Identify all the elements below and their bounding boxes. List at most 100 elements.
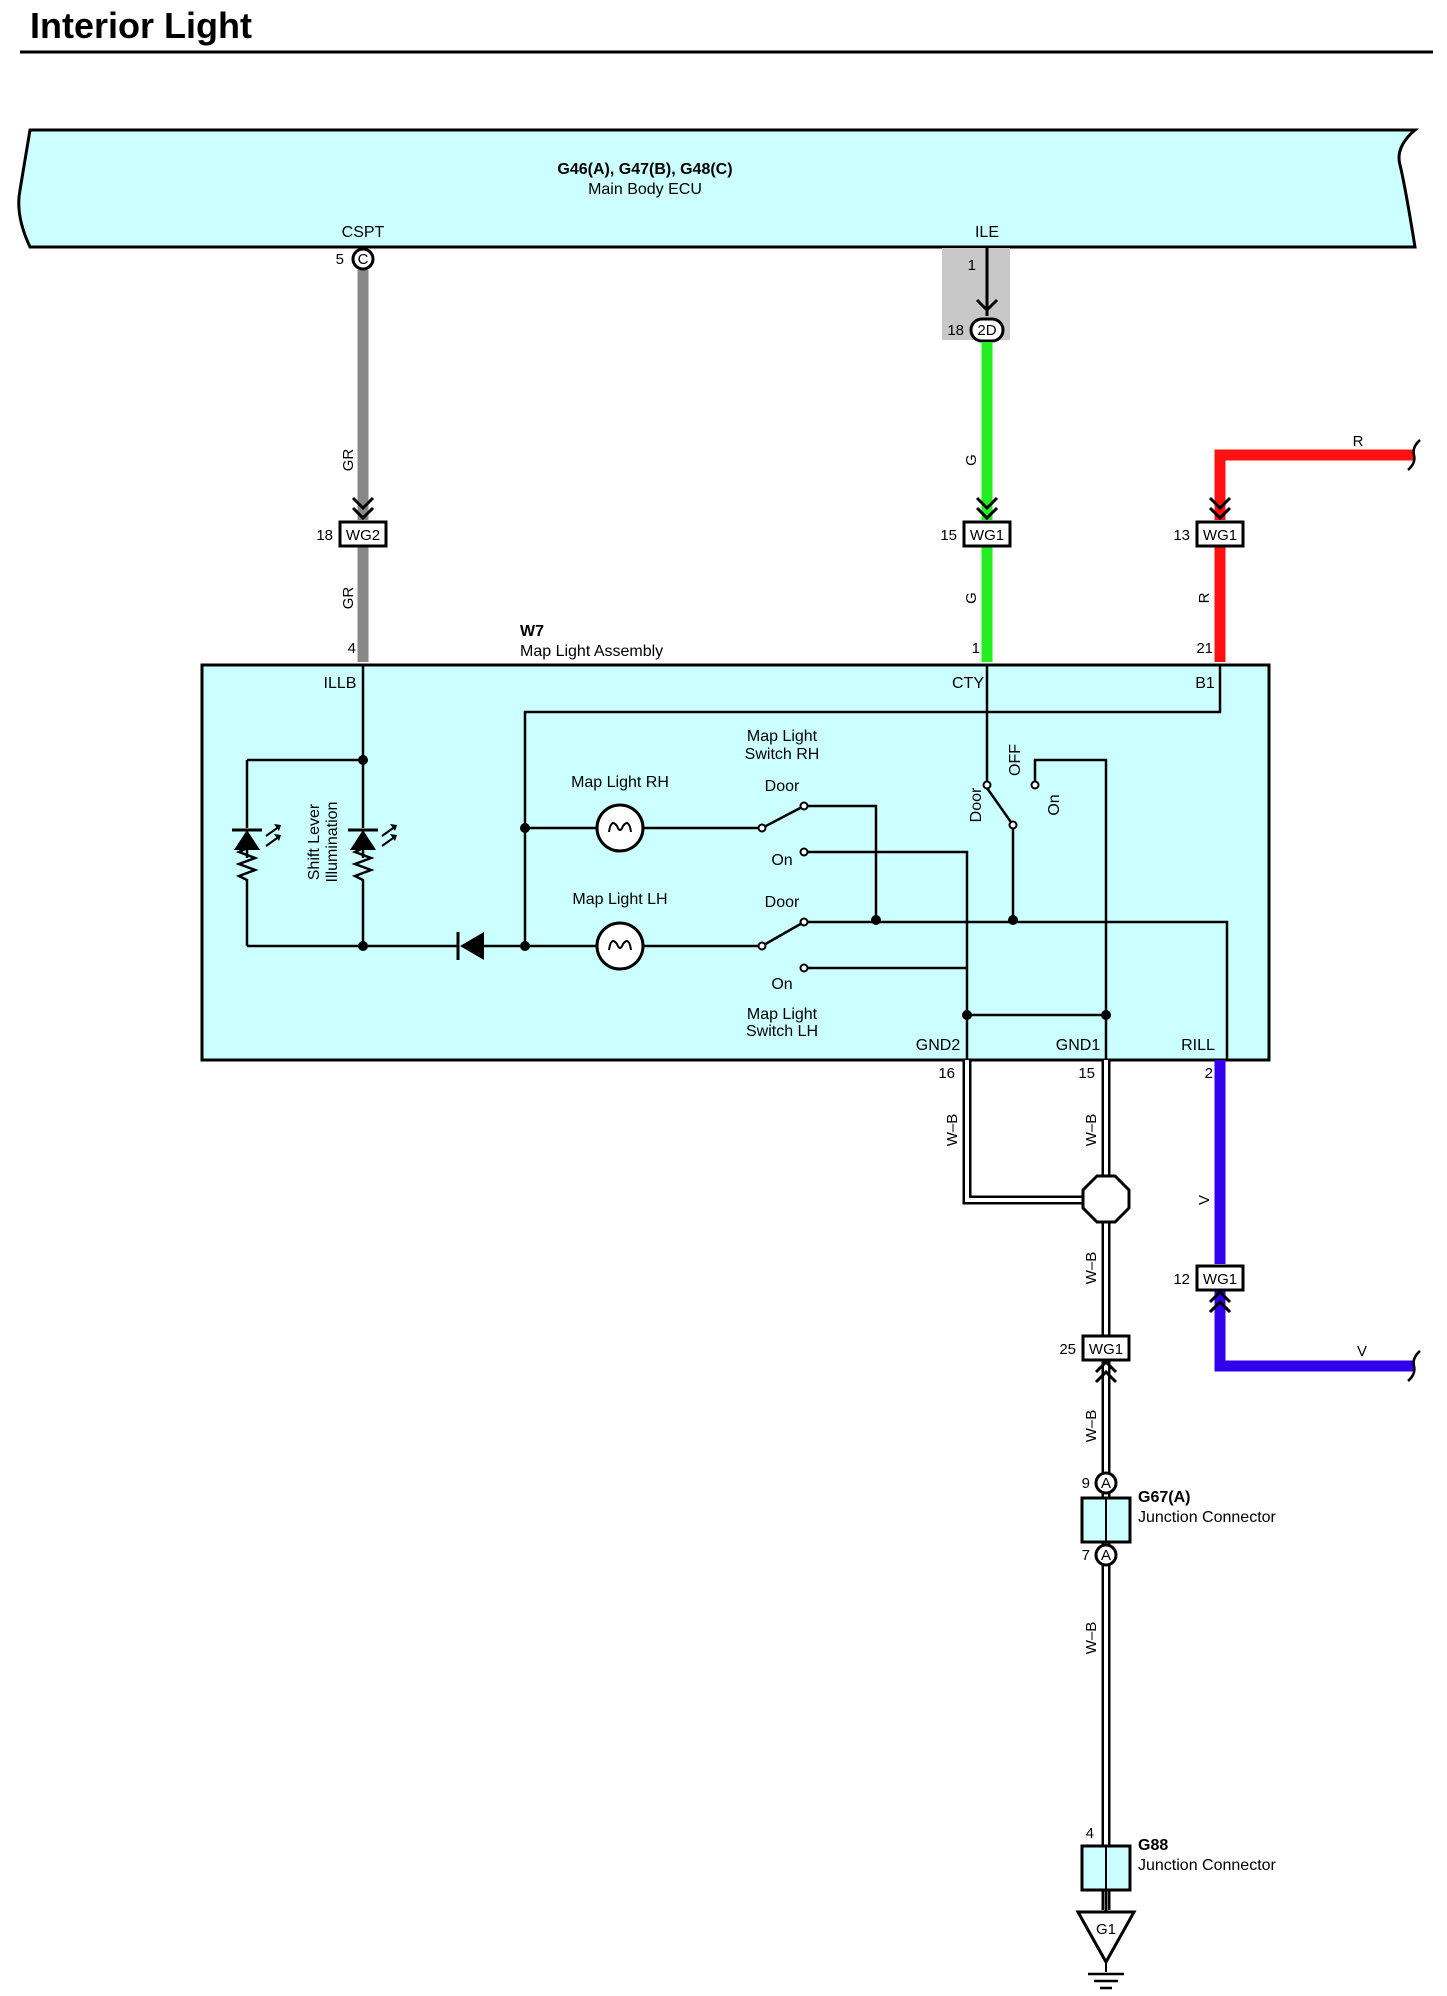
map-light-assembly bbox=[200, 663, 1271, 1062]
w7-junction-dots bbox=[358, 755, 1111, 1020]
junction-wg1-g bbox=[962, 520, 1012, 548]
switch-lh-door-label: Door bbox=[765, 894, 800, 911]
wg1-v-chevron bbox=[1208, 1289, 1232, 1314]
diode-icon bbox=[456, 932, 484, 960]
g88-ref: G88 bbox=[1138, 1837, 1168, 1854]
w7-gnd1-pin: 15 bbox=[1078, 1065, 1095, 1082]
wire-r-break bbox=[1407, 439, 1421, 471]
g67-pin-in bbox=[1094, 1471, 1118, 1495]
ecu-ile-pin-number: 1 bbox=[968, 257, 976, 274]
wire-code-gr-1: GR bbox=[340, 449, 357, 472]
g67-pin-out-label: A bbox=[1101, 1547, 1111, 1564]
w7-illb-label: ILLB bbox=[324, 675, 357, 692]
wire-code-g-1: G bbox=[963, 454, 980, 466]
wg1-wb-chevron bbox=[1094, 1359, 1118, 1384]
shift-lever-label: Shift Lever bbox=[306, 803, 323, 880]
shift-illumination-label: Illumination bbox=[324, 802, 341, 883]
w7-cty-pin: 1 bbox=[972, 640, 980, 657]
junction-wg1-wb-label: WG1 bbox=[1089, 1341, 1123, 1358]
w7-name: Map Light Assembly bbox=[520, 643, 663, 660]
switch-lh-on-label: On bbox=[771, 976, 792, 993]
w7-b1-label: B1 bbox=[1195, 675, 1215, 692]
wire-code-g-2: G bbox=[963, 592, 980, 604]
splice-point bbox=[1081, 1174, 1131, 1224]
map-light-lh-label: Map Light LH bbox=[572, 891, 667, 908]
ecu-name: Main Body ECU bbox=[588, 181, 702, 198]
ile-chevron bbox=[975, 298, 999, 313]
resistor-icon bbox=[351, 842, 375, 888]
switch-rh-door-label: Door bbox=[765, 778, 800, 795]
junction-wg2 bbox=[338, 520, 388, 548]
junction-wg1-r-label: WG1 bbox=[1203, 527, 1237, 544]
wire-code-wb-4: W–B bbox=[1083, 1410, 1100, 1443]
ecu-pin-ile: ILE bbox=[975, 224, 999, 241]
wire-r-upper bbox=[1214, 449, 1413, 520]
junction-wg1-r bbox=[1195, 520, 1245, 548]
ground-g1-label: G1 bbox=[1096, 1921, 1116, 1938]
w7-illb-pin: 4 bbox=[348, 640, 356, 657]
wire-code-r: R bbox=[1196, 592, 1213, 603]
switch-lh-label-1: Map Light bbox=[747, 1006, 818, 1023]
g88-pin-number: 4 bbox=[1086, 1825, 1094, 1842]
w7-gnd2-label: GND2 bbox=[916, 1037, 961, 1054]
wg1-g-chevron bbox=[975, 496, 999, 521]
led-icon bbox=[232, 824, 281, 850]
wire-code-wb-5: W–B bbox=[1083, 1622, 1100, 1655]
w7-cty-label: CTY bbox=[952, 675, 984, 692]
ecu-pin-cspt: CSPT bbox=[342, 224, 385, 241]
wire-code-wb-2: W–B bbox=[1083, 1114, 1100, 1147]
connector-2d-label: 2D bbox=[977, 322, 996, 339]
wire-v-break bbox=[1407, 1350, 1421, 1382]
w7-gnd1-label: GND1 bbox=[1056, 1037, 1101, 1054]
w7-b1-pin: 21 bbox=[1196, 640, 1213, 657]
g67-ref: G67(A) bbox=[1138, 1489, 1190, 1506]
w7-gnd2-pin: 16 bbox=[938, 1065, 955, 1082]
junction-wg2-label: WG2 bbox=[346, 527, 380, 544]
ecu-cspt-pin-number: 5 bbox=[336, 251, 344, 268]
wire-code-v: V bbox=[1196, 1195, 1213, 1205]
page-title: Interior Light bbox=[30, 5, 252, 46]
junction-wg1-g-label: WG1 bbox=[970, 527, 1004, 544]
g67-pin-out bbox=[1094, 1543, 1118, 1567]
switch-rh-label-1: Map Light bbox=[747, 728, 818, 745]
junction-wg2-pin: 18 bbox=[316, 527, 333, 544]
wire-code-v-bottom: V bbox=[1357, 1343, 1367, 1360]
bulb-icon bbox=[595, 921, 645, 971]
g88-name: Junction Connector bbox=[1138, 1857, 1277, 1874]
wire-wb-gnd2 bbox=[962, 1060, 1087, 1205]
led-icon bbox=[348, 824, 397, 850]
switch-rh-on-label: On bbox=[771, 852, 792, 869]
g67-pin-in-number: 9 bbox=[1082, 1475, 1090, 1492]
ground-g1-icon bbox=[1075, 1910, 1137, 1966]
wire-v-lower bbox=[1214, 1290, 1413, 1372]
w7-rill-pin: 2 bbox=[1205, 1065, 1213, 1082]
ecu-connector-c-label: C bbox=[358, 251, 369, 268]
g67-name: Junction Connector bbox=[1138, 1509, 1277, 1526]
g67-pin-in-label: A bbox=[1101, 1475, 1111, 1492]
map-light-rh-label: Map Light RH bbox=[571, 774, 669, 791]
switch-contacts bbox=[757, 780, 1040, 973]
w7-ref: W7 bbox=[520, 623, 544, 640]
connector-2d bbox=[969, 317, 1005, 343]
switch-lh-label-2: Switch LH bbox=[746, 1023, 818, 1040]
door-switch-on-label: On bbox=[1046, 794, 1063, 815]
switch-rh-label-2: Switch RH bbox=[745, 746, 820, 763]
door-switch-off-label: OFF bbox=[1007, 744, 1024, 776]
junction-wg1-g-pin: 15 bbox=[940, 527, 957, 544]
door-switch-door-label: Door bbox=[968, 787, 985, 822]
wg1-r-chevron bbox=[1208, 496, 1232, 521]
connector-2d-pin: 18 bbox=[947, 322, 964, 339]
ecu-connector-c bbox=[351, 247, 375, 271]
g67-pin-out-number: 7 bbox=[1082, 1547, 1090, 1564]
junction-wg1-v-label: WG1 bbox=[1203, 1271, 1237, 1288]
w7-rill-label: RILL bbox=[1181, 1037, 1215, 1054]
wire-code-wb-1: W–B bbox=[944, 1114, 961, 1147]
wire-code-r-top: R bbox=[1353, 433, 1364, 450]
bulb-icon bbox=[595, 803, 645, 853]
ecu-block bbox=[17, 128, 1420, 249]
junction-wg1-wb-pin: 25 bbox=[1059, 1341, 1076, 1358]
wg2-chevron bbox=[351, 496, 375, 521]
junction-wg1-v-pin: 12 bbox=[1173, 1271, 1190, 1288]
resistor-icon bbox=[235, 842, 259, 888]
